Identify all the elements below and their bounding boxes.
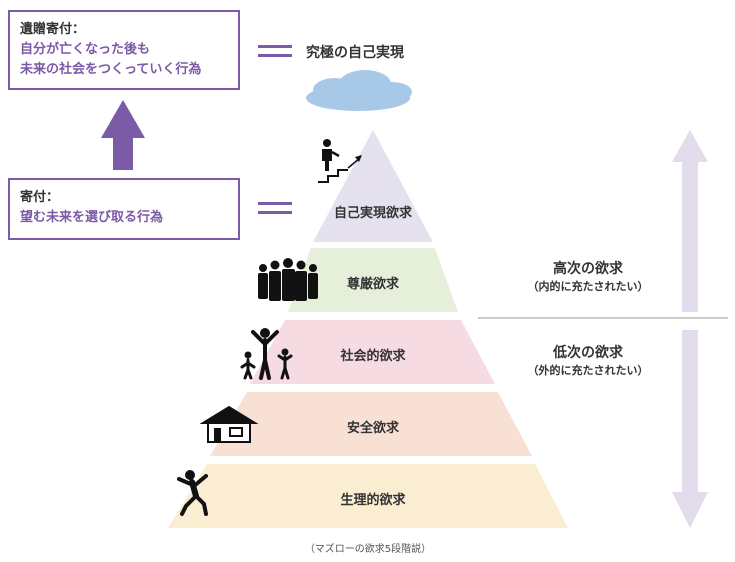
lower-needs-title: 低次の欲求 [553, 345, 623, 361]
donation-heading: 寄付： [20, 190, 60, 205]
bequest-text-line2: 未来の社会をつくっていく行為 [20, 62, 202, 77]
level-label-self-actualization: 自己実現欲求 [333, 206, 413, 221]
level-label-esteem: 尊厳欲求 [346, 277, 400, 292]
pyramid-level-safety [210, 392, 532, 456]
pyramid-level-self-actualization [313, 130, 433, 242]
higher-needs-title: 高次の欲求 [553, 261, 623, 277]
double-arrow-icon [672, 130, 708, 528]
higher-needs-subtitle: （内的に充たされたい） [527, 280, 649, 293]
bequest-heading: 遺贈寄付： [20, 22, 86, 37]
ultimate-self-actualization-label: 究極の自己実現 [306, 45, 404, 61]
stairs-climbing-person-icon [318, 139, 362, 183]
equals-sign-ultimate [258, 45, 292, 57]
maslow-caption: （マズローの欲求5段階説） [304, 544, 432, 555]
lower-needs-subtitle: （外的に充たされたい） [527, 364, 649, 377]
pyramid-level-physiological [168, 464, 568, 528]
equals-sign-self-actualization [258, 202, 292, 214]
house-icon [199, 405, 259, 443]
donation-text-line1: 望む未来を選び取る行為 [20, 210, 164, 225]
bequest-text-line1: 自分が亡くなった後も [20, 42, 151, 57]
jumping-person-icon [177, 470, 208, 516]
up-arrow-icon [101, 100, 145, 170]
pyramid-level-esteem [288, 248, 458, 312]
cloud-icon [306, 70, 412, 111]
family-icon [240, 328, 293, 380]
bequest-donation-box: 遺贈寄付： 自分が亡くなった後も 未来の社会をつくっていく行為 [8, 10, 240, 90]
level-label-physiological: 生理的欲求 [340, 493, 406, 508]
donation-box: 寄付： 望む未来を選び取る行為 [8, 178, 240, 240]
level-label-safety: 安全欲求 [346, 421, 400, 436]
level-label-social: 社会的欲求 [340, 349, 406, 364]
group-of-people-icon [258, 258, 318, 301]
pyramid-level-social [250, 320, 495, 384]
